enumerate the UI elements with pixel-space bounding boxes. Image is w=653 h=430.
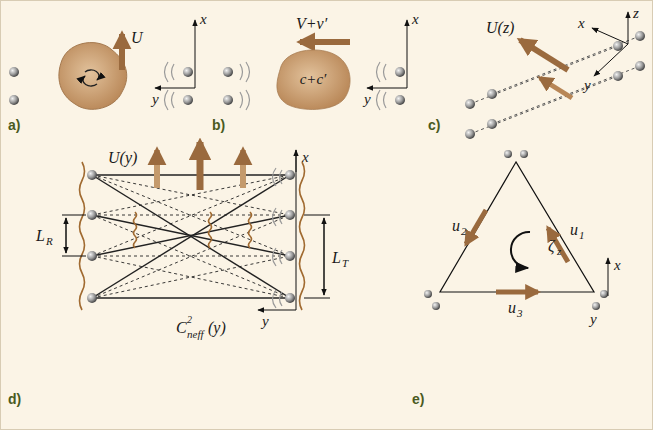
sound-ray xyxy=(92,175,290,256)
axis-label: y xyxy=(364,92,371,107)
panel-label: b) xyxy=(212,118,225,132)
sound-ray xyxy=(92,175,290,215)
blob-label: c+c′ xyxy=(300,72,327,87)
transducer xyxy=(87,293,97,303)
wavefront xyxy=(134,212,137,248)
vorticity-subscript: z xyxy=(557,246,561,257)
axis-label: x xyxy=(200,12,207,27)
velocity-label: u xyxy=(570,222,578,238)
axis-label: x xyxy=(412,12,419,27)
sound-ray xyxy=(92,256,290,298)
velocity-label: u xyxy=(452,218,460,234)
sound-ray xyxy=(92,256,290,257)
sound-ray xyxy=(92,175,290,298)
structure-subscript: neff xyxy=(187,329,204,340)
transducer xyxy=(285,293,295,303)
spacing-subscript: R xyxy=(46,236,53,247)
sound-ray xyxy=(92,215,290,298)
sound-ray xyxy=(92,175,290,298)
spacing-label: L xyxy=(332,250,341,266)
structure-label: C xyxy=(176,320,187,336)
spacing-label: L xyxy=(36,228,45,244)
axis-label: x xyxy=(302,150,309,165)
panel-label: e) xyxy=(412,392,424,406)
transducer xyxy=(285,210,295,220)
sound-ray xyxy=(92,215,290,298)
sound-ray xyxy=(92,215,290,256)
velocity-subscript: 3 xyxy=(517,308,523,319)
sound-ray xyxy=(92,174,290,175)
wavefront xyxy=(80,162,85,310)
transducer xyxy=(87,251,97,261)
sound-ray xyxy=(92,175,290,215)
structure-label: (y) xyxy=(208,320,226,336)
wavefront xyxy=(300,162,305,310)
wavefront xyxy=(249,212,252,248)
sound-ray xyxy=(92,297,290,298)
structure-superscript: 2 xyxy=(187,315,192,325)
axis-label: y xyxy=(152,92,159,107)
axis-label: z xyxy=(633,6,639,21)
velocity-label: U(y) xyxy=(108,150,137,166)
axis-label: y xyxy=(262,314,269,329)
transducer xyxy=(285,251,295,261)
axis-label: y xyxy=(584,78,591,93)
axis-label: y xyxy=(590,312,597,327)
velocity-label: V+v′ xyxy=(296,16,327,32)
transducer xyxy=(87,170,97,180)
panel-label: d) xyxy=(8,392,21,406)
sound-ray xyxy=(92,215,290,216)
axis-label: x xyxy=(578,16,585,31)
panel-label: a) xyxy=(8,118,20,132)
vorticity-label: ζ xyxy=(548,238,554,254)
wavefront xyxy=(209,212,212,248)
axis-label: x xyxy=(614,258,621,273)
sound-ray xyxy=(92,215,290,256)
eddy-blob: c+c′ xyxy=(272,46,354,112)
transducer xyxy=(285,170,295,180)
velocity-label: u xyxy=(508,300,516,316)
panel-label: c) xyxy=(428,118,440,132)
sound-ray xyxy=(92,256,290,298)
transducer xyxy=(87,210,97,220)
spacing-subscript: T xyxy=(342,258,348,269)
velocity-subscript: 2 xyxy=(461,226,467,237)
velocity-label: U(z) xyxy=(486,20,514,36)
sound-ray xyxy=(92,175,290,256)
velocity-label: U xyxy=(131,30,143,46)
velocity-subscript: 1 xyxy=(579,230,585,241)
